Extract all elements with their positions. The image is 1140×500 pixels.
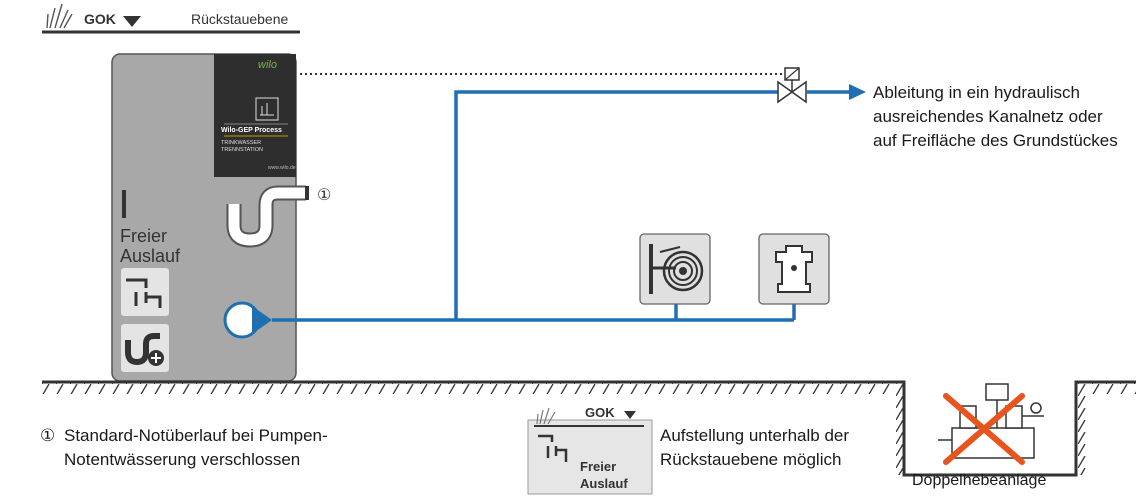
gok-triangle-icon [123, 16, 141, 27]
brand-logo: wilo [258, 59, 277, 71]
footnote-line2: Notentwässerung verschlossen [64, 450, 301, 469]
device-label-line1: Freier [120, 226, 168, 246]
outlet-text-line2: ausreichendes Kanalnetz oder [873, 107, 1103, 126]
arrow-head-icon [849, 84, 866, 100]
legend-text-line2: Rückstauebene möglich [660, 450, 842, 469]
ground-surface [42, 380, 1136, 477]
product-sub1: TRINKWASSER [221, 140, 262, 146]
valve-icon [777, 67, 807, 104]
overflow-marker: ① [317, 187, 332, 204]
pump-icon [223, 301, 272, 339]
footnote-line1: Standard-Notüberlauf bei Pumpen- [64, 426, 328, 445]
footnote-marker: ① [40, 426, 56, 445]
outlet-text-line1: Ableitung in ein hydraulisch [873, 83, 1080, 102]
pipe-network [272, 90, 850, 322]
gok-label: GOK [84, 11, 116, 27]
product-url: www.wilo.de [268, 165, 296, 171]
siphon-icon [226, 185, 309, 248]
legend-label-line1: Freier [580, 459, 617, 474]
legend-text-line1: Aufstellung unterhalb der [660, 426, 850, 445]
hydrant-icon [758, 233, 830, 305]
legend-label-line2: Auslauf [580, 476, 628, 491]
product-icon [255, 97, 279, 121]
product-sub2: TRENNSTATION [221, 147, 263, 153]
outlet-bar [122, 190, 126, 218]
product-name: Wilo-GEP Process [221, 127, 282, 134]
device-front-panel [214, 54, 296, 177]
rueckstauebene-label: Rückstauebene [191, 11, 289, 27]
grass-icon [46, 3, 73, 29]
legend-box [527, 407, 653, 495]
hose-reel-icon [639, 233, 711, 305]
device-label-line2: Auslauf [120, 246, 181, 266]
cross-icon [943, 393, 1025, 465]
pit-label: Doppelhebeanlage [912, 472, 1047, 489]
outlet-text-line3: auf Freifläche des Grundstückes [873, 131, 1118, 150]
legend-gok-label: GOK [585, 405, 615, 420]
